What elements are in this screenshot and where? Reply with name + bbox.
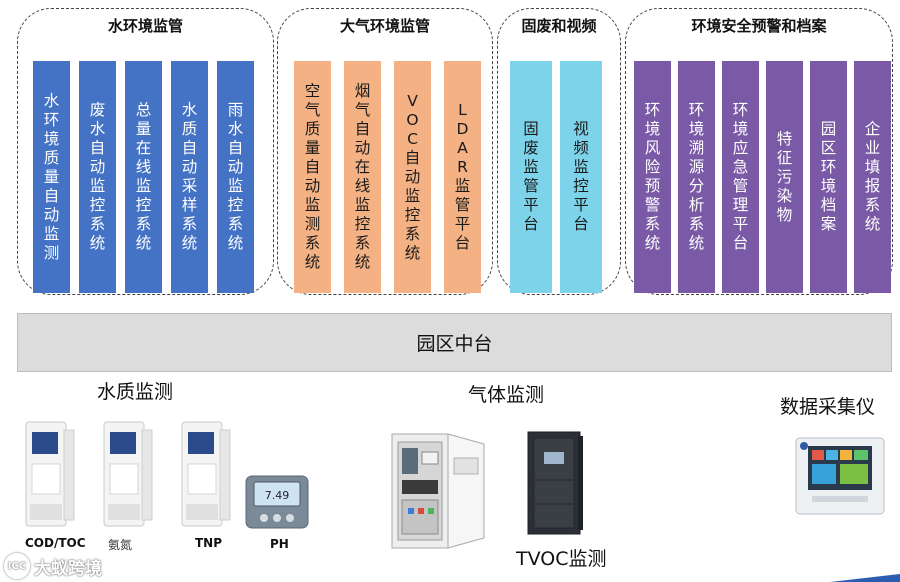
- module-park-env-archive[interactable]: 园区环境档案: [810, 61, 847, 293]
- watermark-text: 大蚁跨境: [34, 558, 102, 579]
- gas-monitoring-cabinet: [388, 430, 488, 552]
- analyzer-ammonia: [98, 420, 160, 532]
- group-title-air-env: 大气环境监管: [339, 17, 430, 35]
- module-flue-gas-monitoring[interactable]: 烟气自动在线监控系统: [344, 61, 381, 293]
- module-enterprise-reporting[interactable]: 企业填报系统: [854, 61, 891, 293]
- group-safety-archive: 环境安全预警和档案 环境风险预警系统 环境溯源分析系统 环境应急管理平台 特征污…: [625, 8, 893, 295]
- analyzer-tnp: [176, 420, 238, 532]
- caption-ph: PH: [270, 537, 289, 551]
- module-solid-waste-platform[interactable]: 固废监管平台: [510, 61, 552, 293]
- section-gas-monitoring: 气体监测: [468, 384, 545, 406]
- ph-display-reading: 7.49: [265, 489, 290, 502]
- module-water-sampling[interactable]: 水质自动采样系统: [171, 61, 208, 293]
- module-air-quality-monitoring[interactable]: 空气质量自动监测系统: [294, 61, 331, 293]
- group-title-water-env: 水环境监管: [107, 17, 183, 35]
- module-wastewater-monitoring[interactable]: 废水自动监控系统: [79, 61, 116, 293]
- module-water-quality-monitoring[interactable]: 水环境质量自动监测: [33, 61, 70, 293]
- corner-decoration: [830, 574, 900, 582]
- ph-meter: 7.49: [244, 474, 310, 532]
- section-tvoc-monitoring: TVOC监测: [516, 548, 607, 570]
- section-data-collector: 数据采集仪: [780, 396, 876, 418]
- watermark: ICC 大蚁跨境: [4, 553, 102, 579]
- analyzer-cod-toc: [20, 420, 82, 532]
- watermark-logo-icon: ICC: [4, 553, 30, 579]
- section-water-monitoring: 水质监测: [97, 381, 174, 403]
- module-emergency-management[interactable]: 环境应急管理平台: [722, 61, 759, 293]
- module-source-tracing[interactable]: 环境溯源分析系统: [678, 61, 715, 293]
- caption-ammonia: 氨氮: [108, 538, 133, 552]
- group-title-waste-video: 固废和视频: [521, 17, 597, 35]
- module-characteristic-pollutants[interactable]: 特征污染物: [766, 61, 803, 293]
- module-video-platform[interactable]: 视频监控平台: [560, 61, 602, 293]
- group-waste-video: 固废和视频 固废监管平台 视频监控平台: [497, 8, 621, 295]
- module-risk-warning[interactable]: 环境风险预警系统: [634, 61, 671, 293]
- module-rainwater-monitoring[interactable]: 雨水自动监控系统: [217, 61, 254, 293]
- park-platform-bar[interactable]: 园区中台: [17, 313, 892, 372]
- group-water-env: 水环境监管 水环境质量自动监测 废水自动监控系统 总量在线监控系统 水质自动采样…: [17, 8, 274, 295]
- caption-cod-toc: COD/TOC: [25, 536, 86, 550]
- module-total-online-monitoring[interactable]: 总量在线监控系统: [125, 61, 162, 293]
- group-title-safety-archive: 环境安全预警和档案: [691, 17, 827, 35]
- caption-tnp: TNP: [195, 536, 223, 550]
- data-collector-device: [792, 434, 892, 518]
- tvoc-cabinet: [524, 430, 586, 536]
